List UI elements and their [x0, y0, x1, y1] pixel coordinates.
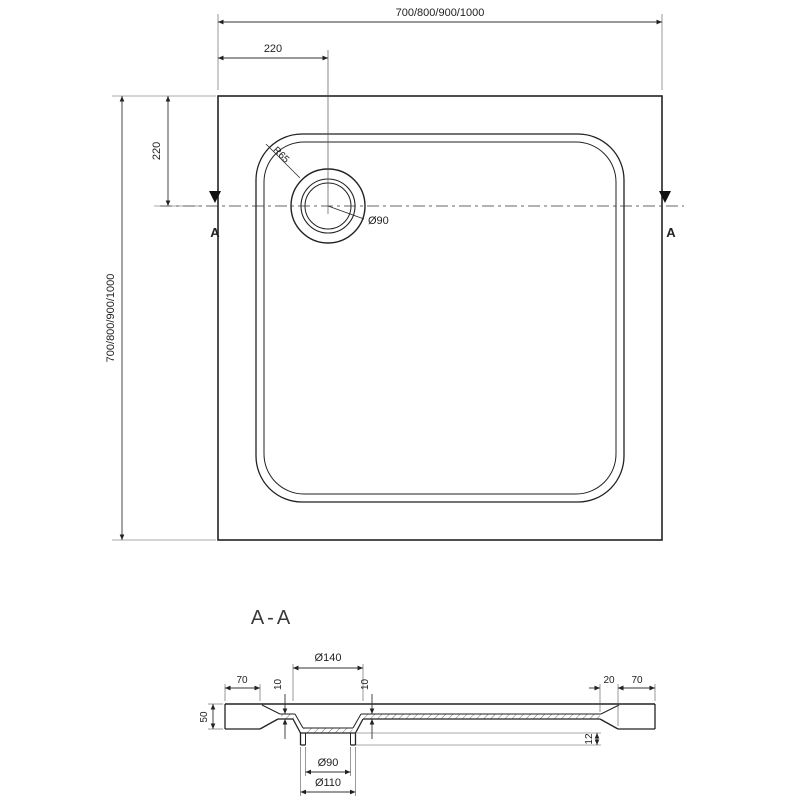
section-view: A-A — [199, 607, 656, 796]
dim-edge-right-label: 20 — [603, 675, 615, 686]
section-letter-right: A — [666, 225, 676, 240]
section-cut-marks — [209, 191, 671, 203]
radius-leader-line — [265, 143, 301, 179]
dim-drain-y-label: 220 — [151, 142, 163, 160]
dim-overall-width-label: 700/800/900/1000 — [396, 7, 485, 19]
corner-radius-label: R65 — [270, 145, 291, 166]
dim-thickness-right-label: 10 — [360, 678, 371, 690]
section-title: A-A — [251, 607, 293, 629]
tray-outer-edge — [217, 95, 663, 541]
dim-drain-x-label: 220 — [264, 43, 282, 55]
dim-drain-inner-label: Ø90 — [318, 757, 339, 769]
drain-diameter-label: Ø90 — [368, 215, 389, 227]
tray-floor-edge — [263, 141, 617, 495]
section-letter-left: A — [210, 225, 220, 240]
dim-rim-right-label: 70 — [631, 675, 643, 686]
dim-drain-outer-label: Ø110 — [315, 777, 341, 789]
drain-leader-line — [327, 205, 365, 220]
section-dimension-lines — [210, 665, 655, 795]
section-hatching — [281, 714, 600, 733]
dim-overall-height-label: 700/800/900/1000 — [105, 274, 117, 363]
section-arrow-left — [209, 191, 221, 203]
dim-recess-label: Ø140 — [315, 652, 342, 664]
dim-rim-left-label: 70 — [236, 675, 248, 686]
dim-thickness-left-label: 10 — [273, 678, 284, 690]
plan-extension-lines — [112, 14, 663, 541]
dim-height-label: 50 — [199, 711, 210, 723]
plan-dimension-lines — [119, 19, 662, 540]
tray-rim-inner-edge — [255, 133, 625, 503]
dim-spigot-label: 12 — [584, 733, 595, 745]
plan-view: 700/800/900/1000 220 220 700/800/900/100… — [105, 7, 684, 541]
section-arrow-right — [659, 191, 671, 203]
section-extension-lines — [208, 664, 656, 796]
